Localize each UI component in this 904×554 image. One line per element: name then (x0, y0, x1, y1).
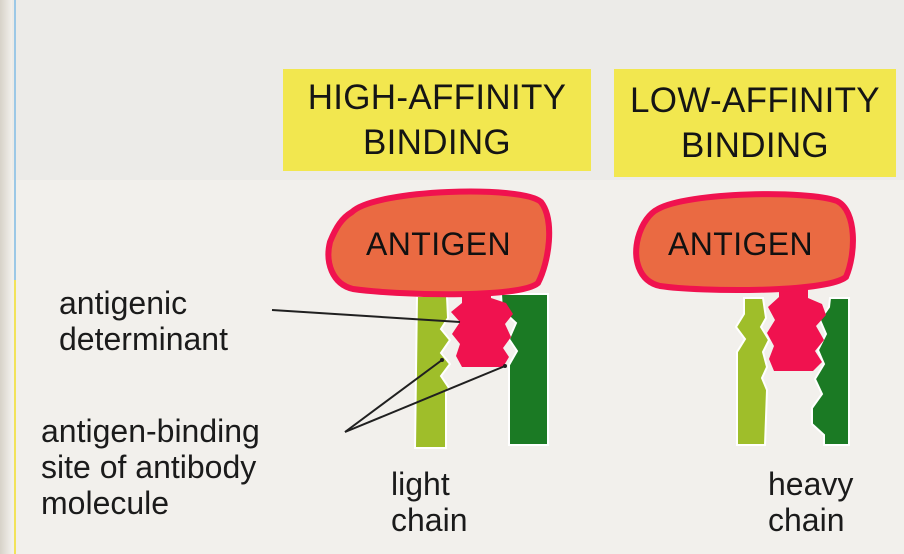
antigen-binding-site-label: antigen-binding site of antibody molecul… (41, 413, 260, 521)
antigenic-determinant-label: antigenic determinant (59, 285, 228, 357)
light-chain-line-1: light (391, 466, 468, 502)
antigenic-determinant-low (767, 284, 826, 371)
light-chain-low (736, 298, 769, 445)
antigen-label-low: ANTIGEN (668, 226, 813, 262)
binding-label-line-2: site of antibody (41, 449, 260, 485)
heavy-chain-label: heavy chain (768, 466, 853, 538)
heavy-chain-line-2: chain (768, 502, 853, 538)
antigen-label-high: ANTIGEN (366, 226, 511, 262)
antigenic-label-line-2: determinant (59, 321, 228, 357)
light-chain-line-2: chain (391, 502, 468, 538)
leader-arrowhead-2 (503, 364, 507, 368)
antigenic-label-line-1: antigenic (59, 285, 228, 321)
heavy-chain-line-1: heavy (768, 466, 853, 502)
binding-label-line-3: molecule (41, 485, 260, 521)
leader-arrowhead-1 (440, 358, 444, 362)
binding-label-line-1: antigen-binding (41, 413, 260, 449)
light-chain-label: light chain (391, 466, 468, 538)
